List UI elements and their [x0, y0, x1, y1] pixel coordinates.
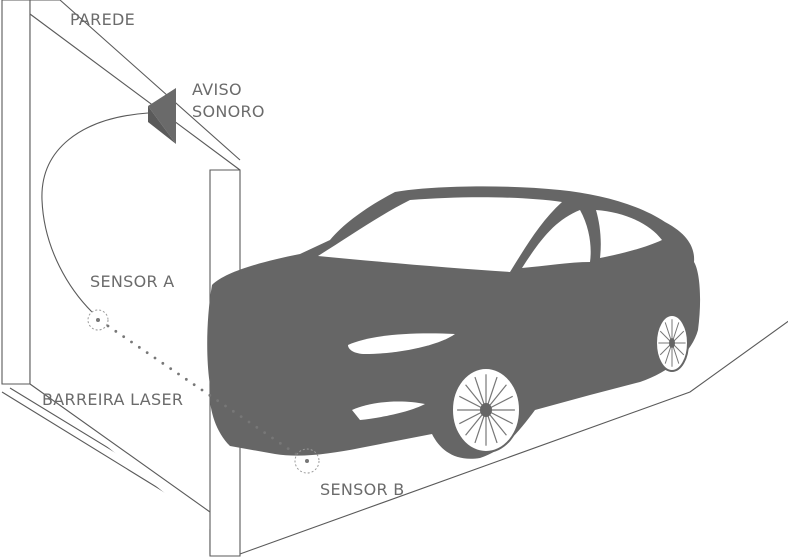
laser-label: BARREIRA LASER: [42, 390, 183, 409]
laser-dot: [184, 377, 188, 381]
laser-dot: [145, 351, 149, 355]
laser-dot: [294, 452, 298, 456]
laser-dot: [286, 447, 290, 451]
laser-dot: [263, 431, 267, 435]
sensor-a-core: [96, 318, 100, 322]
rear-side-window: [596, 210, 662, 258]
laser-dot: [278, 441, 282, 445]
rear-wheel: [655, 314, 689, 372]
laser-dot: [239, 415, 243, 419]
laser-dot: [122, 335, 126, 339]
sensor-a-label: SENSOR A: [90, 272, 175, 291]
laser-dot: [169, 367, 173, 371]
laser-dot: [271, 436, 274, 440]
grille-light: [352, 401, 425, 420]
front-wheel: [451, 367, 521, 453]
sensor-b-core: [305, 459, 309, 463]
sensor-wire: [41, 112, 149, 313]
laser-barrier: [106, 324, 298, 456]
laser-dot: [192, 383, 196, 387]
laser-dot: [216, 399, 220, 403]
laser-dot: [224, 404, 227, 408]
laser-dot: [153, 356, 157, 360]
laser-dot: [247, 420, 251, 424]
laser-dot: [130, 340, 133, 344]
laser-dot: [106, 324, 110, 328]
car-windows: [318, 197, 662, 272]
laser-dot: [177, 372, 180, 376]
sensor-b-label: SENSOR B: [320, 480, 405, 499]
wall-label: PAREDE: [70, 10, 135, 29]
buzzer-side: [148, 106, 176, 144]
laser-dot: [231, 409, 235, 413]
laser-dot: [200, 388, 204, 392]
sensor-icon: [87, 309, 109, 331]
laser-dot: [137, 345, 141, 349]
buzzer-icon: [148, 88, 176, 144]
windshield: [318, 197, 562, 272]
buzzer-label-line2: SONORO: [192, 102, 265, 121]
laser-dot: [255, 425, 259, 429]
front-side-window: [522, 210, 591, 268]
laser-dot: [114, 329, 118, 333]
headlight: [348, 333, 455, 354]
buzzer-label-line1: AVISO: [192, 80, 242, 99]
laser-dot: [208, 393, 212, 397]
sensor-icon: [294, 448, 320, 474]
laser-dot: [161, 361, 165, 365]
